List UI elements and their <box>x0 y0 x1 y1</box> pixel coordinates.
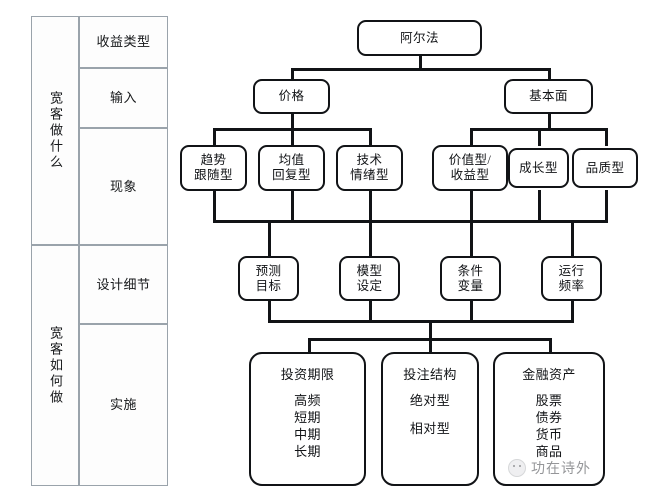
connector-meanrev-down <box>291 190 294 222</box>
connector-value-down <box>470 190 473 222</box>
connector-trend-down <box>213 190 216 222</box>
connector-to-run-frequency <box>571 220 574 256</box>
category-matrix: 宽客做什么 宽客如何做 收益类型 输入 现象 设计细节 实施 <box>31 16 168 486</box>
matrix-row-input: 输入 <box>79 68 168 128</box>
connector-to-bet-structure <box>429 338 432 353</box>
connector-fundamental-down <box>548 113 551 130</box>
connector-root-down <box>419 55 422 70</box>
matrix-group-do-what: 宽客做什么 <box>31 16 79 245</box>
node-financial-asset-item-1: 债券 <box>535 410 563 426</box>
node-technical-sentiment-line2: 情绪型 <box>350 168 389 182</box>
connector-condition-down <box>470 300 473 322</box>
matrix-row-design-detail: 设计细节 <box>79 245 168 324</box>
node-growth-label: 成长型 <box>519 160 558 175</box>
node-bet-structure-item-1: 相对型 <box>409 421 451 437</box>
connector-price-down <box>291 113 294 130</box>
connector-to-price <box>291 68 294 80</box>
matrix-row-return-type: 收益类型 <box>79 16 168 68</box>
node-fundamental-label: 基本面 <box>529 89 568 104</box>
node-forecast-target-line2: 目标 <box>255 278 282 293</box>
node-investment-horizon-header: 投资期限 <box>280 367 335 382</box>
node-run-frequency-line1: 运行 <box>558 263 585 278</box>
node-conditioning-variable[interactable]: 条件 变量 <box>440 256 501 301</box>
node-investment-horizon-item-1: 短期 <box>294 410 321 426</box>
node-fundamental[interactable]: 基本面 <box>504 79 593 114</box>
matrix-row-implementation: 实施 <box>79 324 168 486</box>
node-value-income[interactable]: 价值型/ 收益型 <box>432 145 508 191</box>
matrix-group-how-to-do: 宽客如何做 <box>31 245 79 486</box>
node-trend-following[interactable]: 趋势 跟随型 <box>180 145 247 191</box>
connector-to-quality <box>605 128 608 146</box>
connector-model-down <box>369 300 372 322</box>
node-price[interactable]: 价格 <box>253 79 330 114</box>
node-conditioning-variable-line1: 条件 <box>457 263 484 278</box>
connector-growth-down <box>538 190 541 222</box>
connector-to-growth <box>538 128 541 146</box>
node-model-specification-line1: 模型 <box>356 263 383 278</box>
node-investment-horizon-item-3: 长期 <box>294 444 321 459</box>
connector-to-conditioning-var <box>470 220 473 256</box>
node-financial-asset-item-3: 商品 <box>535 444 563 459</box>
node-forecast-target[interactable]: 预测 目标 <box>238 256 299 301</box>
node-technical-sentiment[interactable]: 技术 情绪型 <box>336 145 403 191</box>
node-run-frequency[interactable]: 运行 频率 <box>541 256 602 301</box>
node-investment-horizon-item-2: 中期 <box>294 427 321 443</box>
node-growth[interactable]: 成长型 <box>508 148 569 188</box>
node-run-frequency-line2: 频率 <box>558 278 585 293</box>
node-quality[interactable]: 品质型 <box>572 148 638 188</box>
connector-to-trend <box>213 128 216 146</box>
node-model-specification-line2: 设定 <box>356 278 383 293</box>
node-financial-asset[interactable]: 金融资产 股票 债券 货币 商品 <box>493 352 605 486</box>
node-investment-horizon-item-0: 高频 <box>294 393 321 409</box>
connector-to-fundamental <box>548 68 551 80</box>
node-mean-reversion-line2: 回复型 <box>272 168 311 182</box>
node-alpha[interactable]: 阿尔法 <box>357 20 482 56</box>
connector-technical-down <box>369 190 372 222</box>
connector-to-technical <box>369 128 372 146</box>
node-financial-asset-item-0: 股票 <box>535 393 563 409</box>
connector-to-forecast-target <box>268 220 271 256</box>
connector-to-value <box>470 128 473 146</box>
connector-to-horizon <box>308 338 311 353</box>
node-mean-reversion-line1: 均值 <box>278 153 305 168</box>
connector-bus-level2 <box>291 68 551 71</box>
node-bet-structure-item-0: 绝对型 <box>409 393 451 409</box>
node-value-income-line1: 价值型/ <box>448 153 492 168</box>
connector-to-asset-class <box>549 338 552 353</box>
node-price-label: 价格 <box>278 89 305 104</box>
node-investment-horizon[interactable]: 投资期限 高频 短期 中期 长期 <box>249 352 366 486</box>
node-quality-label: 品质型 <box>585 160 625 175</box>
matrix-row-phenomenon: 现象 <box>79 128 168 245</box>
connector-lower-center-down <box>429 320 432 340</box>
connector-forecast-down <box>268 300 271 322</box>
node-conditioning-variable-line2: 变量 <box>457 278 484 293</box>
connector-bus-lower <box>268 320 574 323</box>
node-model-specification[interactable]: 模型 设定 <box>339 256 400 301</box>
node-financial-asset-header: 金融资产 <box>522 367 576 382</box>
node-trend-following-line1: 趋势 <box>200 153 227 168</box>
node-value-income-line2: 收益型 <box>450 168 490 182</box>
node-trend-following-line2: 跟随型 <box>194 168 233 182</box>
node-bet-structure[interactable]: 投注结构 绝对型 相对型 <box>381 352 479 486</box>
node-alpha-label: 阿尔法 <box>400 30 439 45</box>
node-technical-sentiment-line1: 技术 <box>356 153 383 168</box>
node-financial-asset-item-2: 货币 <box>535 427 563 443</box>
node-forecast-target-line1: 预测 <box>255 263 282 278</box>
connector-to-model-spec <box>369 220 372 256</box>
connector-to-meanrev <box>291 128 294 146</box>
connector-frequency-down <box>571 300 574 322</box>
node-mean-reversion[interactable]: 均值 回复型 <box>258 145 325 191</box>
connector-bus-level4 <box>213 220 608 223</box>
node-bet-structure-header: 投注结构 <box>403 367 457 382</box>
connector-quality-down <box>605 190 608 222</box>
